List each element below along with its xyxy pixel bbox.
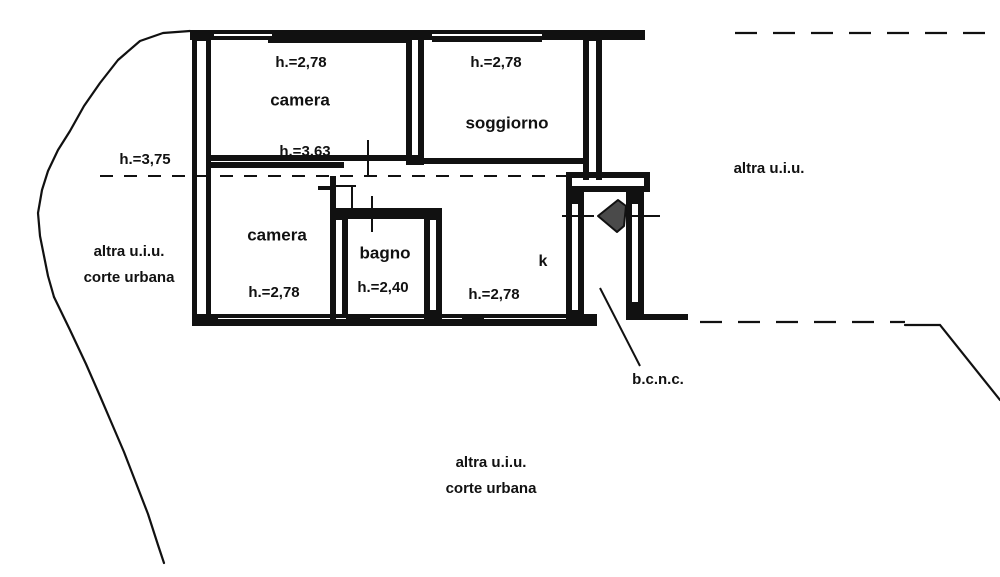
wall-camera-top-bottom-right [344,155,424,161]
wall-bottom-outer [192,322,597,326]
height-label-exterior-375: h.=3,75 [119,150,171,168]
wall-bagno-top [342,208,432,214]
property-boundary-outline [36,29,192,565]
window-camera-bottom [218,319,346,323]
height-label-camera-bottom: h.=2,78 [248,283,300,301]
height-label-camera-top-secondary: h.=3,63 [279,142,331,160]
wall-left-inner [206,40,211,323]
wall-partition-camera-soggiorno [406,38,412,165]
wall-k-left-outer [566,192,572,322]
window-corridoio-bottom [484,319,576,323]
door-openings [330,140,660,232]
wall-landing-top [566,172,650,178]
wall-k-left-inner [578,204,584,316]
wall-bagno-right-inner [436,218,442,314]
annotation-bcnc: b.c.n.c. [632,370,684,388]
wall-entry-bottom [626,314,688,320]
entrance-direction-arrow [597,199,627,233]
wall-bagno-left [330,208,336,323]
wall-bagno-top-inner [342,214,432,219]
boundary-dashed-lines [100,31,1000,324]
wall-entry-right-outer [626,192,632,314]
wall-bagno-right [424,208,430,323]
leader-line-bcnc [599,287,641,367]
height-label-corridoio: h.=2,78 [468,285,520,303]
exterior-label-altra-uiu-bottom-line1: altra u.i.u. [455,453,527,471]
wall-landing-bottom [566,186,650,192]
window-soggiorno-top [432,39,542,42]
exterior-label-corte-urbana-left-line2: corte urbana [83,268,175,286]
room-label-camera-top: camera [270,90,330,110]
exterior-label-altra-uiu-right: altra u.i.u. [733,159,805,177]
height-label-soggiorno: h.=2,78 [470,53,522,71]
height-label-bagno: h.=2,40 [357,278,409,296]
room-label-k: k [538,253,548,271]
height-label-camera-top: h.=2,78 [275,53,327,71]
window-bagno-bottom [370,319,462,323]
exterior-label-altra-uiu-left-line1: altra u.i.u. [93,242,165,260]
wall-bagno-left-inner [342,218,348,314]
wall-camera-top-bottom [206,155,344,161]
window-camera-top [268,39,410,43]
wall-mid-right [424,158,584,164]
wall-left-outer [192,30,197,326]
wall-corridor-stub [330,176,336,210]
room-label-bagno: bagno [359,243,411,263]
wall-right-upper-outer [596,30,602,180]
wall-right-upper-inner [583,40,589,180]
wall-entry-right-inner [638,204,644,314]
room-label-camera-bottom: camera [247,225,307,245]
exterior-label-corte-urbana-bottom-line2: corte urbana [445,479,537,497]
building-walls [190,30,688,326]
room-label-soggiorno: soggiorno [465,113,549,133]
property-boundary-right [903,323,1000,402]
